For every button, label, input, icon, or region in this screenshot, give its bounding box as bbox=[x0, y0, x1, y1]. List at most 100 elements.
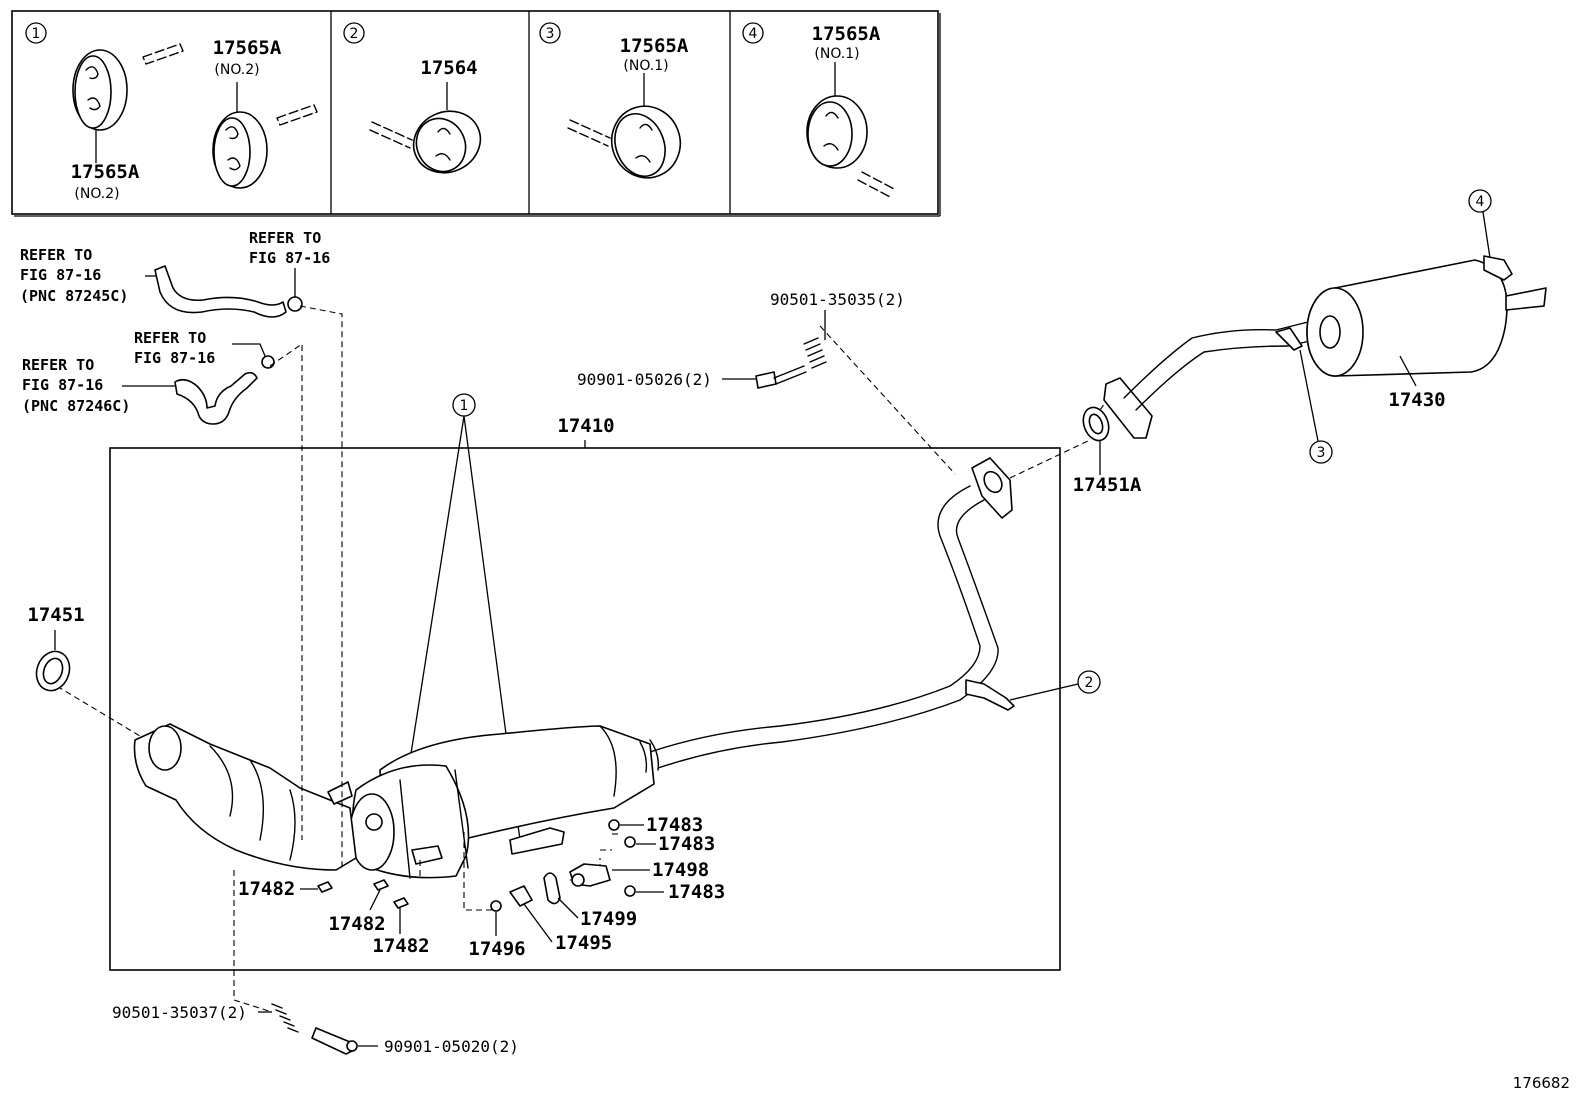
assembly-frame: 17410 bbox=[109, 415, 1061, 971]
reference-note: REFER TO FIG 87-16 bbox=[134, 329, 266, 367]
nut-icon bbox=[608, 819, 620, 831]
part-variant: (NO.2) bbox=[214, 62, 259, 78]
leader-lines bbox=[39, 305, 1111, 1013]
part-label: 17482 bbox=[328, 913, 385, 935]
front-pipe-assembly bbox=[133, 457, 1015, 879]
gasket-17451: 17451 bbox=[27, 604, 85, 692]
hanger-bracket-icon bbox=[1483, 255, 1513, 281]
svg-text:REFER TO: REFER TO bbox=[134, 329, 206, 347]
panel-index: 3 bbox=[546, 26, 555, 42]
part-label: 90501-35037(2) bbox=[112, 1003, 247, 1022]
svg-text:FIG 87-16: FIG 87-16 bbox=[249, 249, 330, 267]
inset-panel-2: 2 17564 bbox=[343, 22, 482, 174]
svg-text:(PNC 87246C): (PNC 87246C) bbox=[22, 397, 130, 415]
part-variant: (NO.2) bbox=[74, 186, 119, 202]
svg-text:2: 2 bbox=[1085, 675, 1094, 691]
svg-text:REFER TO: REFER TO bbox=[20, 246, 92, 264]
part-label: 17483 bbox=[646, 814, 703, 836]
svg-text:REFER TO: REFER TO bbox=[249, 229, 321, 247]
nut-17483-a: 17483 bbox=[608, 814, 703, 836]
part-label: 17483 bbox=[668, 881, 725, 903]
tail-muffler-assembly: 17430 bbox=[1103, 255, 1547, 439]
svg-text:REFER TO: REFER TO bbox=[22, 356, 94, 374]
part-label: 17565A bbox=[213, 37, 282, 59]
part-label: 17496 bbox=[468, 938, 525, 960]
inset-panel-1: 1 17565A (NO.2) 17565A (NO.2) bbox=[25, 22, 318, 202]
bolt-icon bbox=[373, 879, 389, 891]
reference-note: REFER TO FIG 87-16 bbox=[249, 229, 330, 298]
panel-index: 2 bbox=[350, 26, 359, 42]
hose-icon bbox=[154, 265, 287, 318]
rubber-hanger-icon bbox=[412, 110, 482, 174]
svg-text:1: 1 bbox=[460, 398, 469, 414]
rubber-hanger-icon bbox=[806, 95, 868, 169]
rubber-hanger-icon bbox=[610, 105, 682, 179]
panel-index: 4 bbox=[749, 26, 758, 42]
part-label: 17564 bbox=[420, 57, 477, 79]
callout-3: 3 bbox=[1299, 349, 1333, 464]
hanger-bracket-icon bbox=[965, 679, 1015, 711]
spring-lower: 90501-35037(2) bbox=[112, 1003, 299, 1033]
bracket-icon bbox=[327, 781, 353, 805]
part-variant: (NO.1) bbox=[623, 58, 668, 74]
bracket-icon bbox=[509, 827, 565, 855]
gasket-icon bbox=[543, 872, 561, 905]
part-label: 17565A bbox=[620, 35, 689, 57]
plug-icon bbox=[509, 885, 533, 907]
spring-upper: 90501-35035(2) bbox=[770, 290, 905, 369]
part-label: 90901-05020(2) bbox=[384, 1037, 519, 1056]
gasket-17499: 17499 bbox=[543, 872, 637, 930]
svg-text:FIG 87-16: FIG 87-16 bbox=[20, 266, 101, 284]
svg-text:FIG 87-16: FIG 87-16 bbox=[22, 376, 103, 394]
inset-panels: 1 17565A (NO.2) 17565A (NO.2) bbox=[11, 10, 941, 217]
assembly-label: 17410 bbox=[557, 415, 614, 437]
hose-clamp-icon bbox=[261, 355, 275, 369]
part-label: 17482 bbox=[372, 935, 429, 957]
svg-text:FIG 87-16: FIG 87-16 bbox=[134, 349, 215, 367]
sensor-17498: 17498 bbox=[569, 859, 709, 887]
bolt-icon bbox=[317, 881, 333, 893]
inset-panel-3: 3 17565A (NO.1) bbox=[539, 22, 689, 179]
hose-clamp-icon bbox=[287, 296, 303, 312]
tail-tip-icon bbox=[1505, 287, 1547, 311]
hanger-bracket-icon bbox=[1275, 327, 1303, 351]
bolt-lower: 90901-05020(2) bbox=[311, 1027, 519, 1056]
clip-icon bbox=[490, 900, 502, 912]
rubber-hanger-icon bbox=[212, 111, 268, 189]
nut-17483-b: 17483 bbox=[624, 833, 715, 855]
bolt-17482-a: 17482 bbox=[238, 878, 333, 900]
part-label: 17483 bbox=[658, 833, 715, 855]
spring-icon bbox=[803, 337, 827, 369]
callout-4: 4 bbox=[1468, 189, 1492, 259]
figure-number: 176682 bbox=[1513, 1074, 1570, 1092]
reference-notes: REFER TO FIG 87-16 (PNC 87245C) REFER TO… bbox=[20, 229, 330, 425]
part-label: 90901-05026(2) bbox=[577, 370, 712, 389]
bolt-upper: 90901-05026(2) bbox=[577, 365, 807, 389]
manifold-converter-icon bbox=[133, 723, 357, 871]
clip-17496: 17496 bbox=[468, 900, 526, 960]
bolt-icon bbox=[393, 897, 409, 909]
svg-text:3: 3 bbox=[1317, 445, 1326, 461]
bolt-17482-c: 17482 bbox=[372, 897, 430, 957]
sensor-boss-icon bbox=[411, 845, 443, 865]
bolt-icon bbox=[311, 1027, 355, 1055]
callout-2: 2 bbox=[1009, 670, 1101, 701]
plug-17495: 17495 bbox=[509, 885, 612, 954]
spring-icon bbox=[271, 1003, 299, 1033]
part-label: 17451A bbox=[1073, 474, 1142, 496]
part-label: 17498 bbox=[652, 859, 709, 881]
svg-text:(PNC 87245C): (PNC 87245C) bbox=[20, 287, 128, 305]
pipe-flange-icon bbox=[1103, 377, 1153, 439]
inset-panel-4: 4 17565A (NO.1) bbox=[742, 22, 897, 199]
part-label: 17451 bbox=[27, 604, 84, 626]
rubber-hanger-icon bbox=[72, 49, 128, 131]
hose-icon bbox=[174, 371, 258, 425]
reference-note: REFER TO FIG 87-16 (PNC 87245C) bbox=[20, 246, 160, 305]
part-label: 17430 bbox=[1388, 389, 1445, 411]
part-label: 17495 bbox=[555, 932, 612, 954]
svg-text:4: 4 bbox=[1476, 194, 1485, 210]
nut-17483-c: 17483 bbox=[624, 881, 725, 903]
panel-index: 1 bbox=[32, 26, 41, 42]
part-label: 90501-35035(2) bbox=[770, 290, 905, 309]
